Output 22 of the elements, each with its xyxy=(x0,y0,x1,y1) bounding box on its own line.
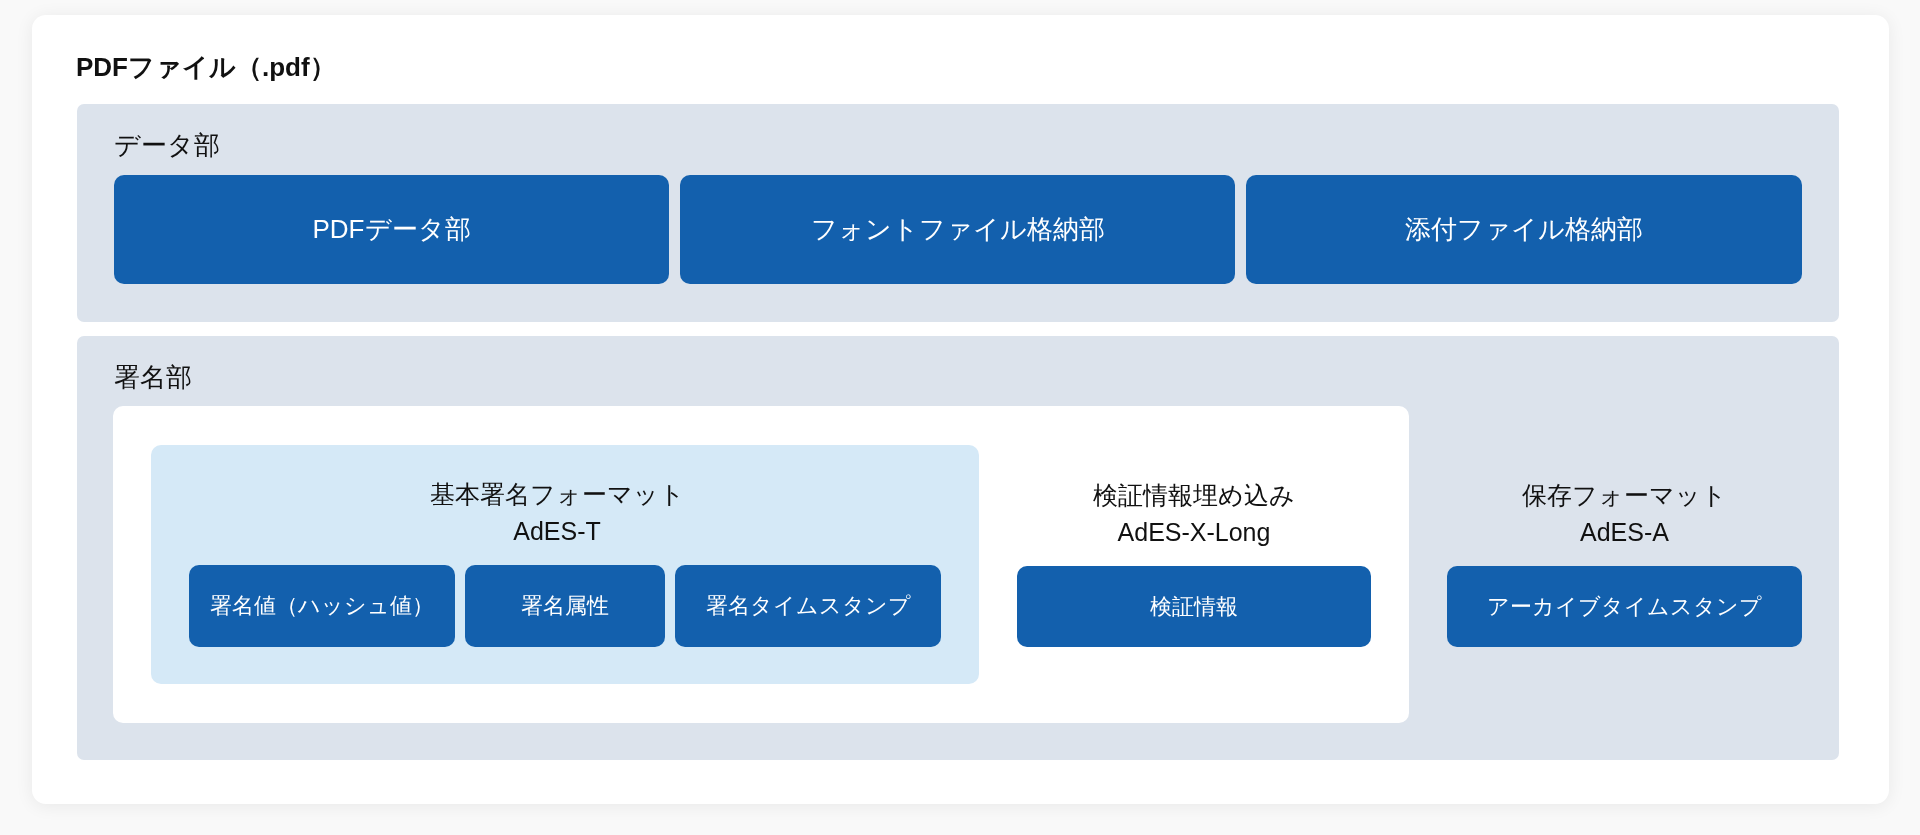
format-panel xyxy=(113,406,1409,723)
component-block: アーカイブタイムスタンプ xyxy=(1447,566,1802,647)
section-panel xyxy=(77,336,1839,760)
component-block: 署名属性 xyxy=(465,565,665,647)
format-name: AdES-T xyxy=(512,516,602,547)
section-panel xyxy=(77,104,1839,322)
section-title: データ部 xyxy=(114,129,221,162)
format-name: AdES-A xyxy=(1579,517,1670,548)
component-block: 署名値（ハッシュ値） xyxy=(189,565,455,647)
format-panel xyxy=(151,445,979,684)
format-name: AdES-X-Long xyxy=(1116,517,1272,548)
component-block: フォントファイル格納部 xyxy=(680,175,1235,284)
format-title: 保存フォーマット xyxy=(1521,480,1728,511)
section-title: 署名部 xyxy=(114,361,193,394)
file-title: PDFファイル（.pdf） xyxy=(76,51,337,84)
component-block: 添付ファイル格納部 xyxy=(1246,175,1802,284)
file-card xyxy=(32,15,1889,804)
format-title: 検証情報埋め込み xyxy=(1092,480,1296,511)
component-block: 検証情報 xyxy=(1017,566,1371,647)
component-block: PDFデータ部 xyxy=(114,175,669,284)
component-block: 署名タイムスタンプ xyxy=(675,565,941,647)
format-title: 基本署名フォーマット xyxy=(428,479,686,510)
